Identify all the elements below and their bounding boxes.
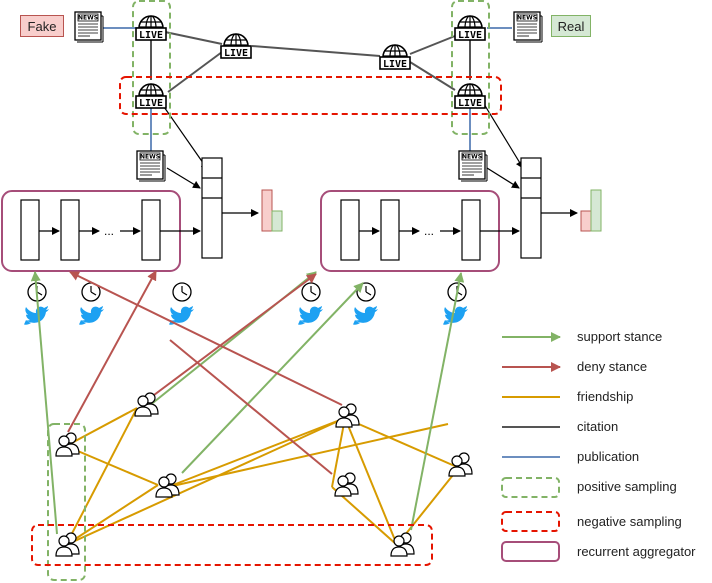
- twitter-bird-icon: [298, 306, 323, 325]
- arrow-news-to-vector-left: [166, 167, 201, 189]
- live-globe-icon: [220, 33, 252, 60]
- user-pair-icon: [335, 403, 360, 428]
- recurrent-aggregator-left: ...: [1, 190, 201, 272]
- user-pair-icon: [55, 532, 80, 557]
- positive-sampling-box-left: [132, 0, 171, 135]
- twitter-bird-icon: [353, 306, 378, 325]
- legend-citation-label: citation: [577, 419, 619, 434]
- negative-sampling-box-bottom: [31, 524, 433, 566]
- positive-sampling-box-right: [451, 0, 490, 135]
- positive-sampling-box-bottom: [47, 423, 86, 581]
- news-left-icon: [136, 150, 166, 182]
- clock-icon: [172, 282, 192, 302]
- user-pair-icon: [134, 392, 159, 417]
- user-pair-icon: [334, 472, 359, 497]
- live-globe-icon: [135, 83, 167, 110]
- news-real-icon: [513, 11, 543, 43]
- legend-support-label: support stance: [577, 329, 663, 344]
- citation-edges: [150, 31, 471, 93]
- legend-negative-swatch: [501, 511, 560, 532]
- fake-label-box: Fake: [20, 15, 64, 37]
- legend-deny-label: deny stance: [577, 359, 648, 374]
- arrow-news-to-vector-right: [486, 167, 520, 189]
- stacked-vector-left: [201, 157, 223, 259]
- twitter-bird-icon: [24, 306, 49, 325]
- output-bar-fake-right: [580, 210, 592, 232]
- real-label-box: Real: [551, 15, 591, 37]
- negative-sampling-box-top: [119, 76, 502, 115]
- friendship-edges: [65, 407, 458, 546]
- news-fake-icon: [74, 11, 104, 43]
- news-right-icon: [458, 150, 488, 182]
- twitter-bird-icon: [443, 306, 468, 325]
- fake-label: Fake: [27, 18, 57, 34]
- support-stance-edges: [30, 271, 465, 535]
- live-globe-icon: [454, 83, 486, 110]
- twitter-bird-icon: [79, 306, 104, 325]
- legend: [501, 332, 561, 562]
- stacked-vector-right: [520, 157, 542, 259]
- user-pair-icon: [55, 432, 80, 457]
- legend-positive-label: positive sampling: [577, 479, 677, 494]
- arrow-live-to-vector-right: [483, 103, 524, 169]
- live-globe-icon: [135, 15, 167, 42]
- live-globe-icon: [379, 44, 411, 71]
- ellipsis-label: ...: [424, 224, 434, 238]
- deny-stance-edges: [67, 270, 343, 475]
- legend-negative-label: negative sampling: [577, 514, 682, 529]
- legend-aggregator-swatch: [501, 541, 560, 562]
- user-pair-icon: [155, 473, 180, 498]
- legend-publication-label: publication: [577, 449, 640, 464]
- output-bar-real-left: [271, 210, 283, 232]
- publication-edges: [103, 27, 512, 152]
- recurrent-aggregator-right: ...: [320, 190, 520, 272]
- ellipsis-label: ...: [104, 224, 114, 238]
- live-globe-icon: [454, 15, 486, 42]
- output-bar-fake-left: [261, 189, 273, 232]
- output-bar-real-right: [590, 189, 602, 232]
- clock-icon: [301, 282, 321, 302]
- legend-positive-swatch: [501, 477, 560, 498]
- legend-friendship-label: friendship: [577, 389, 634, 404]
- real-label: Real: [557, 18, 585, 34]
- legend-aggregator-label: recurrent aggregator: [577, 544, 696, 559]
